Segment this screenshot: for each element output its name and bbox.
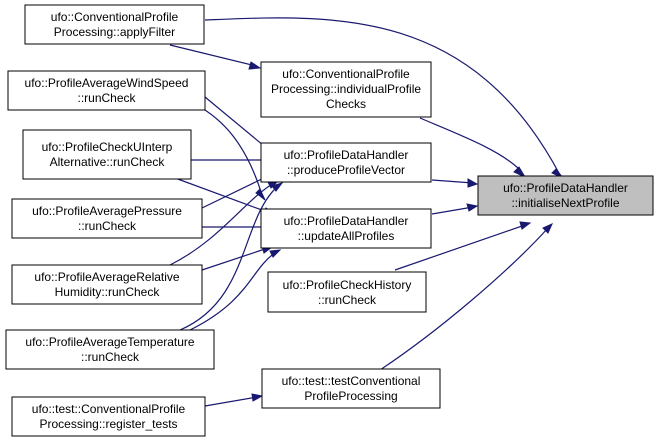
node-windSpeed[interactable]: ufo::ProfileAverageWindSpeed ::runCheck [7,70,206,111]
node-label: ::initialiseNextProfile [511,196,619,210]
node-label: Processing::applyFilter [54,25,175,39]
node-label: ufo::ConventionalProfile [51,10,179,24]
node-label: Processing::register_tests [39,417,177,431]
edge-updateAllProfiles-to-initialiseNextProfile [431,203,479,215]
node-label: ::runCheck [318,293,377,307]
node-label: Processing::individualProfile [271,82,421,96]
node-temperature[interactable]: ufo::ProfileAverageTemperature ::runChec… [5,329,215,370]
node-label: ProfileProcessing [304,389,397,403]
node-initialiseNextProfile[interactable]: ufo::ProfileDataHandler ::initialiseNext… [477,175,654,216]
node-label: ufo::ProfileDataHandler [284,148,409,162]
node-individualProfileChecks[interactable]: ufo::ConventionalProfile Processing::ind… [260,61,432,118]
node-applyFilter[interactable]: ufo::ConventionalProfile Processing::app… [24,4,205,45]
node-label: ::updateAllProfiles [298,229,395,243]
node-label: ufo::ProfileAverageTemperature [25,335,195,349]
node-label: ::runCheck [77,91,136,105]
node-relHumidity[interactable]: ufo::ProfileAverageRelative Humidity::ru… [11,264,203,305]
edge-temperature-to-updateAllProfiles [189,249,282,331]
node-label: ::runCheck [81,350,140,364]
node-label: ufo::ProfileDataHandler [503,181,628,195]
node-label: Checks [326,97,366,111]
node-updateAllProfiles[interactable]: ufo::ProfileDataHandler ::updateAllProfi… [260,208,432,249]
edge-applyFilter-to-individualProfileChecks [169,44,262,70]
edge-checkHistory-to-initialiseNextProfile [394,221,532,271]
node-label: ufo::ProfileDataHandler [284,214,409,228]
node-label: ufo::test::testConventional [282,374,421,388]
edge-windSpeed-to-updateAllProfiles [204,109,266,201]
node-label: ::runCheck [78,219,137,233]
node-label: ufo::ProfileAverageRelative [34,270,180,284]
node-label: ufo::ProfileCheckHistory [283,278,412,292]
node-label: ufo::ProfileAverageWindSpeed [25,76,189,90]
edge-individualProfileChecks-to-initialiseNextProfile [419,117,527,179]
edge-registerTests-to-testConventional [204,393,264,407]
node-produceProfileVector[interactable]: ufo::ProfileDataHandler ::produceProfile… [260,142,432,183]
node-testConventional[interactable]: ufo::test::testConventional ProfileProce… [261,368,441,409]
node-label: Alternative::runCheck [50,155,166,169]
node-pressure[interactable]: ufo::ProfileAveragePressure ::runCheck [11,198,203,239]
edge-testConventional-to-initialiseNextProfile [379,223,553,371]
node-uInterp[interactable]: ufo::ProfileCheckUInterp Alternative::ru… [22,129,192,180]
node-label: Humidity::runCheck [55,285,161,299]
node-checkHistory[interactable]: ufo::ProfileCheckHistory ::runCheck [267,271,427,313]
node-label: ufo::test::ConventionalProfile [32,402,186,416]
edge-produceProfileVector-to-initialiseNextProfile [431,178,479,188]
node-label: ::produceProfileVector [287,163,405,177]
edge-temperature-to-produceProfileVector [179,182,284,331]
node-registerTests[interactable]: ufo::test::ConventionalProfile Processin… [11,396,206,437]
node-label: ufo::ProfileAveragePressure [32,204,182,218]
node-label: ufo::ConventionalProfile [282,67,410,81]
node-label: ufo::ProfileCheckUInterp [42,140,173,154]
